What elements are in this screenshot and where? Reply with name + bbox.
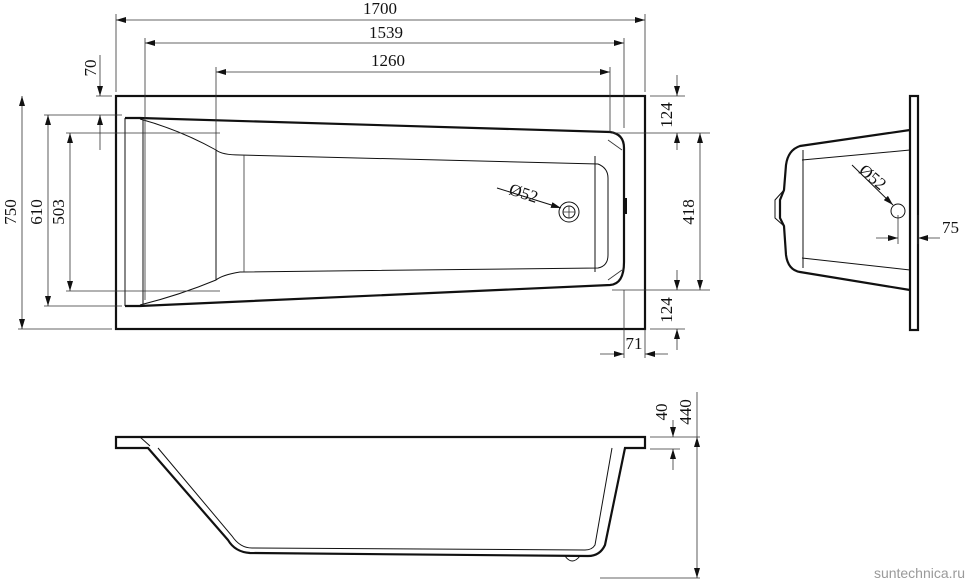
dim-75: 75 [942,218,959,237]
tub-outline [114,94,647,331]
drain-outlet-icon [564,555,581,562]
dim-1700: 1700 [363,0,397,18]
basin-slope [139,118,609,306]
dim-40: 40 [652,404,671,421]
end-drain-diameter: Ø52 [855,161,890,194]
ext-lines-left [18,95,220,330]
dim-610: 610 [27,199,46,225]
drain-diameter-label: Ø52 [507,180,541,207]
end-drain-leader [851,164,894,206]
watermark: suntechnica.ru [874,565,965,581]
dim-418: 418 [679,199,698,225]
ext-lines-side [600,436,700,579]
ext-lines-1539 [144,38,625,300]
dim-750: 750 [1,199,20,225]
dim-440: 440 [676,399,695,425]
overflow-icon [624,198,627,214]
dim-1539: 1539 [369,23,403,42]
basin-edge [125,116,626,308]
end-flange [908,94,920,332]
drain-leader [496,187,562,209]
dim-1260: 1260 [371,51,405,70]
side-inner-lines [139,436,613,551]
overflow-profile [774,189,785,227]
ext-lines-right [612,95,710,330]
top-view: Ø52 1700 1539 1260 750 610 503 70 124 41… [1,0,710,358]
dim-124-top: 124 [657,102,676,128]
end-inner-lines [801,149,911,271]
side-view: 40 440 [114,392,700,579]
ext-lines-1700 [115,14,646,92]
dim-70: 70 [81,60,100,77]
corner-lines [607,139,623,281]
dim-124-bottom: 124 [657,297,676,323]
ext-lines-1260 [215,67,611,150]
side-profile [114,435,647,558]
drain-icon [558,201,580,223]
end-profile [778,128,911,292]
end-view: Ø52 75 [774,94,959,332]
dim-503: 503 [49,199,68,225]
ext-lines-75 [897,215,919,244]
dim-71: 71 [626,334,643,353]
